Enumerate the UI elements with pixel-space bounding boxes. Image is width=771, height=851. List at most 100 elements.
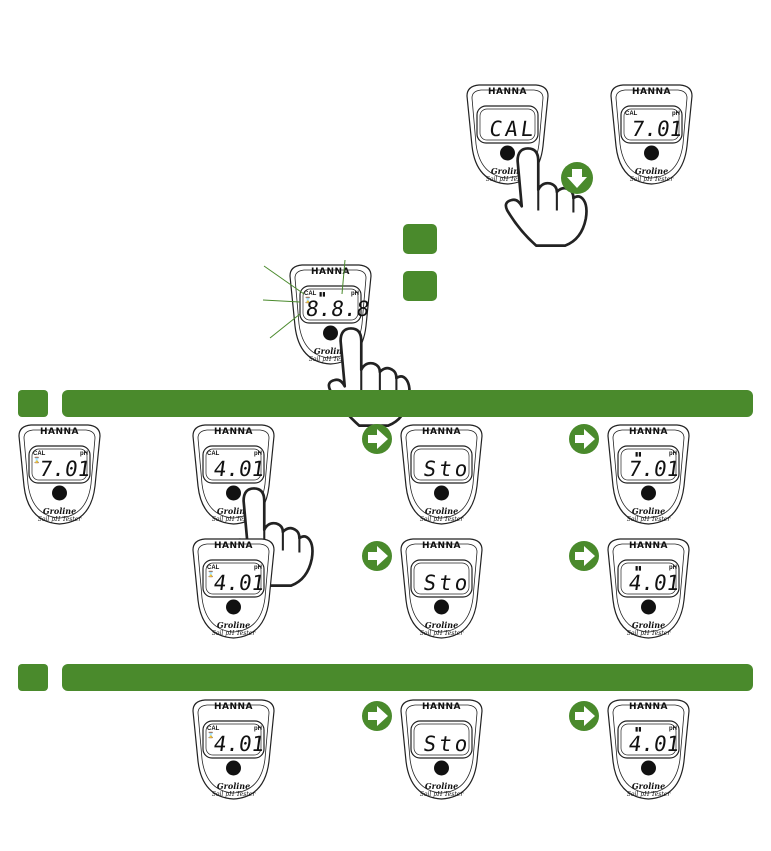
meter-top-701: HANNA CAL pH 7.01 Groline Soil pH Tester — [605, 84, 698, 192]
model-subtitle: Soil pH Tester — [629, 176, 674, 183]
model-subtitle: Soil pH Tester — [37, 516, 82, 523]
hourglass-icon: ⌛ — [207, 732, 215, 739]
lcd-reading: Sto — [421, 732, 473, 756]
lcd-ph-label: pH — [80, 451, 88, 457]
pointing-hand-icon — [499, 142, 588, 247]
cal-button — [434, 760, 449, 776]
battery-icon: ▮▮ — [319, 291, 326, 298]
cal-button — [434, 599, 449, 615]
model-name: Groline — [313, 346, 348, 356]
model-subtitle: Soil pH Tester — [308, 356, 353, 363]
lcd-cal-label: CAL — [625, 111, 638, 117]
cal-button — [644, 145, 659, 161]
model-subtitle: Soil pH Tester — [419, 630, 464, 637]
step-1-bar — [62, 390, 753, 417]
brand-logo: HANNA — [421, 541, 462, 551]
model-subtitle: Soil pH Tester — [485, 176, 530, 183]
cal-button — [500, 145, 515, 161]
brand-logo: HANNA — [39, 427, 80, 437]
brand-logo: HANNA — [213, 541, 254, 551]
lcd-ph-label: pH — [672, 111, 680, 117]
lcd-ph-label: pH — [669, 451, 677, 457]
model-name: Groline — [634, 166, 669, 176]
arrow-right-icon — [568, 540, 600, 572]
meter-top-cal: HANNA CAL Groline Soil pH Tester — [461, 84, 588, 247]
model-subtitle: Soil pH Tester — [419, 516, 464, 523]
lcd-ph-label: pH — [669, 565, 677, 571]
hourglass-icon: ⌛ — [33, 457, 41, 464]
lcd-reading: 4.01 — [212, 457, 266, 481]
brand-logo: HANNA — [310, 267, 351, 277]
cal-button — [641, 599, 656, 615]
meter-outline — [400, 424, 483, 525]
brand-logo: HANNA — [487, 87, 528, 97]
brand-logo: HANNA — [421, 702, 462, 712]
lcd-reading: 4.01 — [212, 571, 266, 595]
meter-outline — [400, 699, 483, 800]
arrow-right-icon — [361, 540, 393, 572]
lcd-cal-label: CAL — [304, 291, 317, 297]
meter-outline — [607, 424, 690, 525]
lcd-reading: 4.01 — [212, 732, 266, 756]
model-subtitle: Soil pH Tester — [211, 630, 256, 637]
lcd-reading: Sto — [421, 571, 473, 595]
model-name: Groline — [42, 506, 77, 516]
brand-logo: HANNA — [213, 427, 254, 437]
meter-s1-r1-1: HANNA CAL ⌛ pH 7.01 Groline Soil pH Test… — [13, 424, 106, 532]
lcd-cal-label: CAL — [207, 565, 220, 571]
cal-button — [226, 760, 241, 776]
model-subtitle: Soil pH Tester — [626, 630, 671, 637]
lcd-reading: 7.01 — [627, 457, 681, 481]
meter-outline — [192, 538, 275, 639]
hourglass-icon: ⌛ — [304, 297, 312, 304]
meter-s2-3: HANNA ▮▮ pH 4.01 Groline Soil pH Tester — [602, 699, 695, 807]
lcd-reading: 4.01 — [627, 732, 681, 756]
brand-logo: HANNA — [628, 541, 669, 551]
meter-s2-1: HANNA CAL ⌛ pH 4.01 Groline Soil pH Test… — [187, 699, 280, 807]
meter-diagram: HANNA CAL ⌛ ▮▮ pH 8.8.8 Groline Soil pH … — [284, 264, 411, 427]
model-name: Groline — [631, 506, 666, 516]
cal-button — [434, 485, 449, 501]
meter-outline — [400, 538, 483, 639]
step-1-marker — [18, 390, 48, 417]
brand-logo: HANNA — [628, 427, 669, 437]
brand-logo: HANNA — [213, 702, 254, 712]
meter-outline — [18, 424, 101, 525]
model-name: Groline — [424, 506, 459, 516]
model-subtitle: Soil pH Tester — [626, 516, 671, 523]
model-subtitle: Soil pH Tester — [626, 791, 671, 798]
lcd-reading: 7.01 — [38, 457, 92, 481]
battery-icon: ▮▮ — [635, 726, 642, 733]
lcd-reading: 4.01 — [627, 571, 681, 595]
model-name: Groline — [490, 166, 525, 176]
meter-s1-r2-2: HANNA Sto Groline Soil pH Tester — [395, 538, 488, 646]
model-subtitle: Soil pH Tester — [211, 791, 256, 798]
meter-s1-r1-2: HANNA CAL pH 4.01 Groline Soil pH Tester — [187, 424, 314, 587]
lcd-reading: CAL — [487, 117, 539, 141]
brand-logo: HANNA — [628, 702, 669, 712]
cal-button — [226, 485, 241, 501]
meter-s2-2: HANNA Sto Groline Soil pH Tester — [395, 699, 488, 807]
model-name: Groline — [216, 506, 251, 516]
lcd-cal-label: CAL — [207, 726, 220, 732]
cal-button — [641, 760, 656, 776]
lcd-reading: Sto — [421, 457, 473, 481]
cal-button — [52, 485, 67, 501]
cal-button — [323, 325, 338, 341]
lcd-ph-label: pH — [254, 565, 262, 571]
callout-lines — [262, 259, 346, 339]
arrow-down-icon — [561, 162, 593, 194]
cal-button — [641, 485, 656, 501]
meter-s1-r2-3: HANNA ▮▮ pH 4.01 Groline Soil pH Tester — [602, 538, 695, 646]
meter-s1-r1-4: HANNA ▮▮ pH 7.01 Groline Soil pH Tester — [602, 424, 695, 532]
model-subtitle: Soil pH Tester — [419, 791, 464, 798]
brand-logo: HANNA — [631, 87, 672, 97]
step-2-marker — [18, 664, 48, 691]
model-name: Groline — [424, 781, 459, 791]
model-name: Groline — [216, 781, 251, 791]
lcd-ph-label: pH — [254, 726, 262, 732]
lcd-cal-label: CAL — [33, 451, 46, 457]
brand-logo: HANNA — [421, 427, 462, 437]
arrow-right-icon — [361, 700, 393, 732]
model-name: Groline — [424, 620, 459, 630]
